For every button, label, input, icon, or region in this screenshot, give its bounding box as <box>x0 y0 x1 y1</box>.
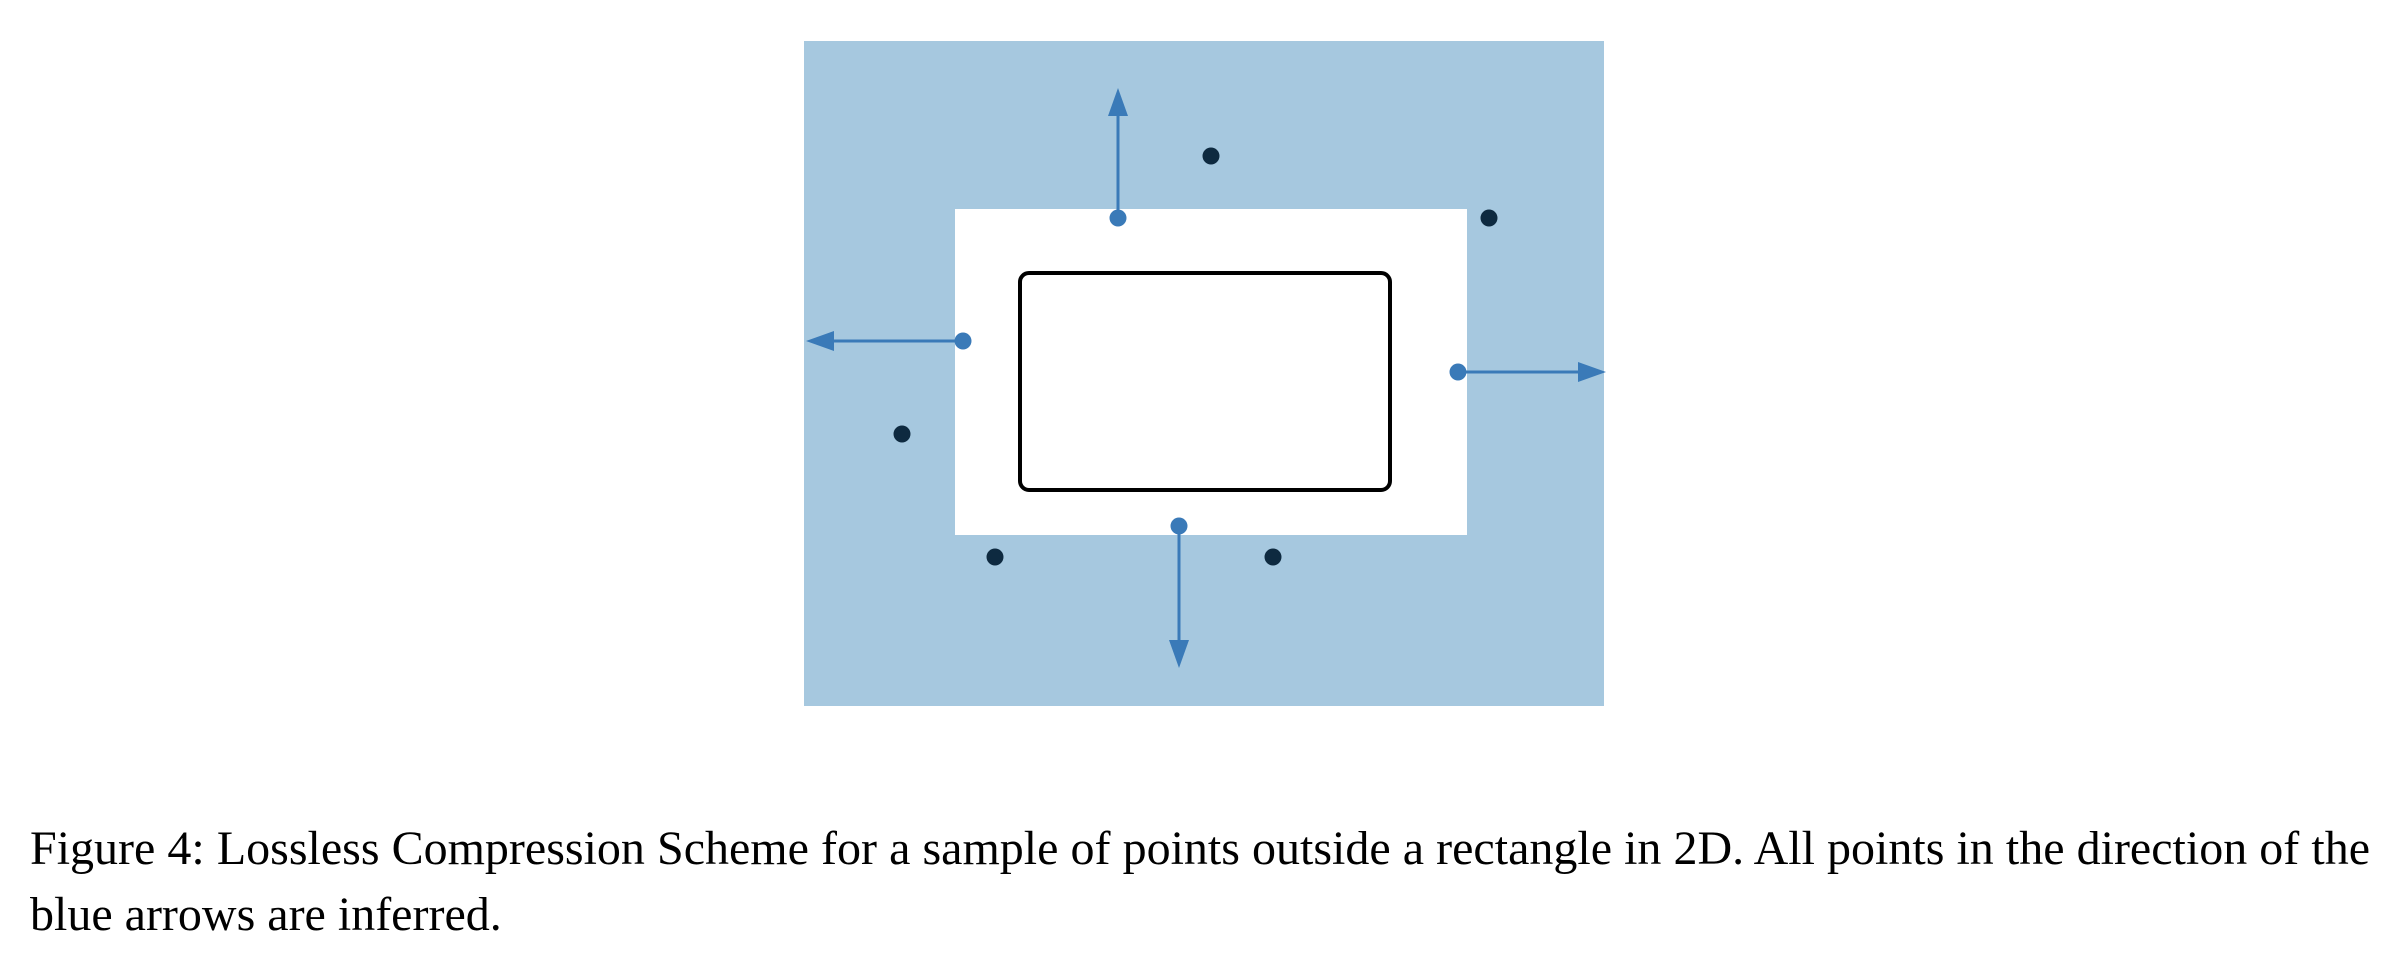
arrows <box>806 88 1606 668</box>
boundary-points <box>954 209 1467 535</box>
sample-point <box>893 425 911 443</box>
arrow-up-head <box>1108 88 1128 116</box>
sample-point <box>1264 548 1282 566</box>
sample-points <box>893 147 1498 566</box>
arrow-down-head <box>1169 640 1189 668</box>
boundary-point-top <box>1109 209 1127 227</box>
boundary-point-left <box>954 332 972 350</box>
sample-point <box>1202 147 1220 165</box>
sample-point <box>986 548 1004 566</box>
boundary-point-right <box>1449 363 1467 381</box>
arrow-right-head <box>1578 362 1606 382</box>
boundary-point-bottom <box>1170 517 1188 535</box>
sample-point <box>1480 209 1498 227</box>
figure-caption: Figure 4: Lossless Compression Scheme fo… <box>30 822 2370 941</box>
query-rectangle <box>1018 271 1392 492</box>
compression-scheme-figure <box>804 41 1606 706</box>
arrow-left-head <box>806 331 834 351</box>
